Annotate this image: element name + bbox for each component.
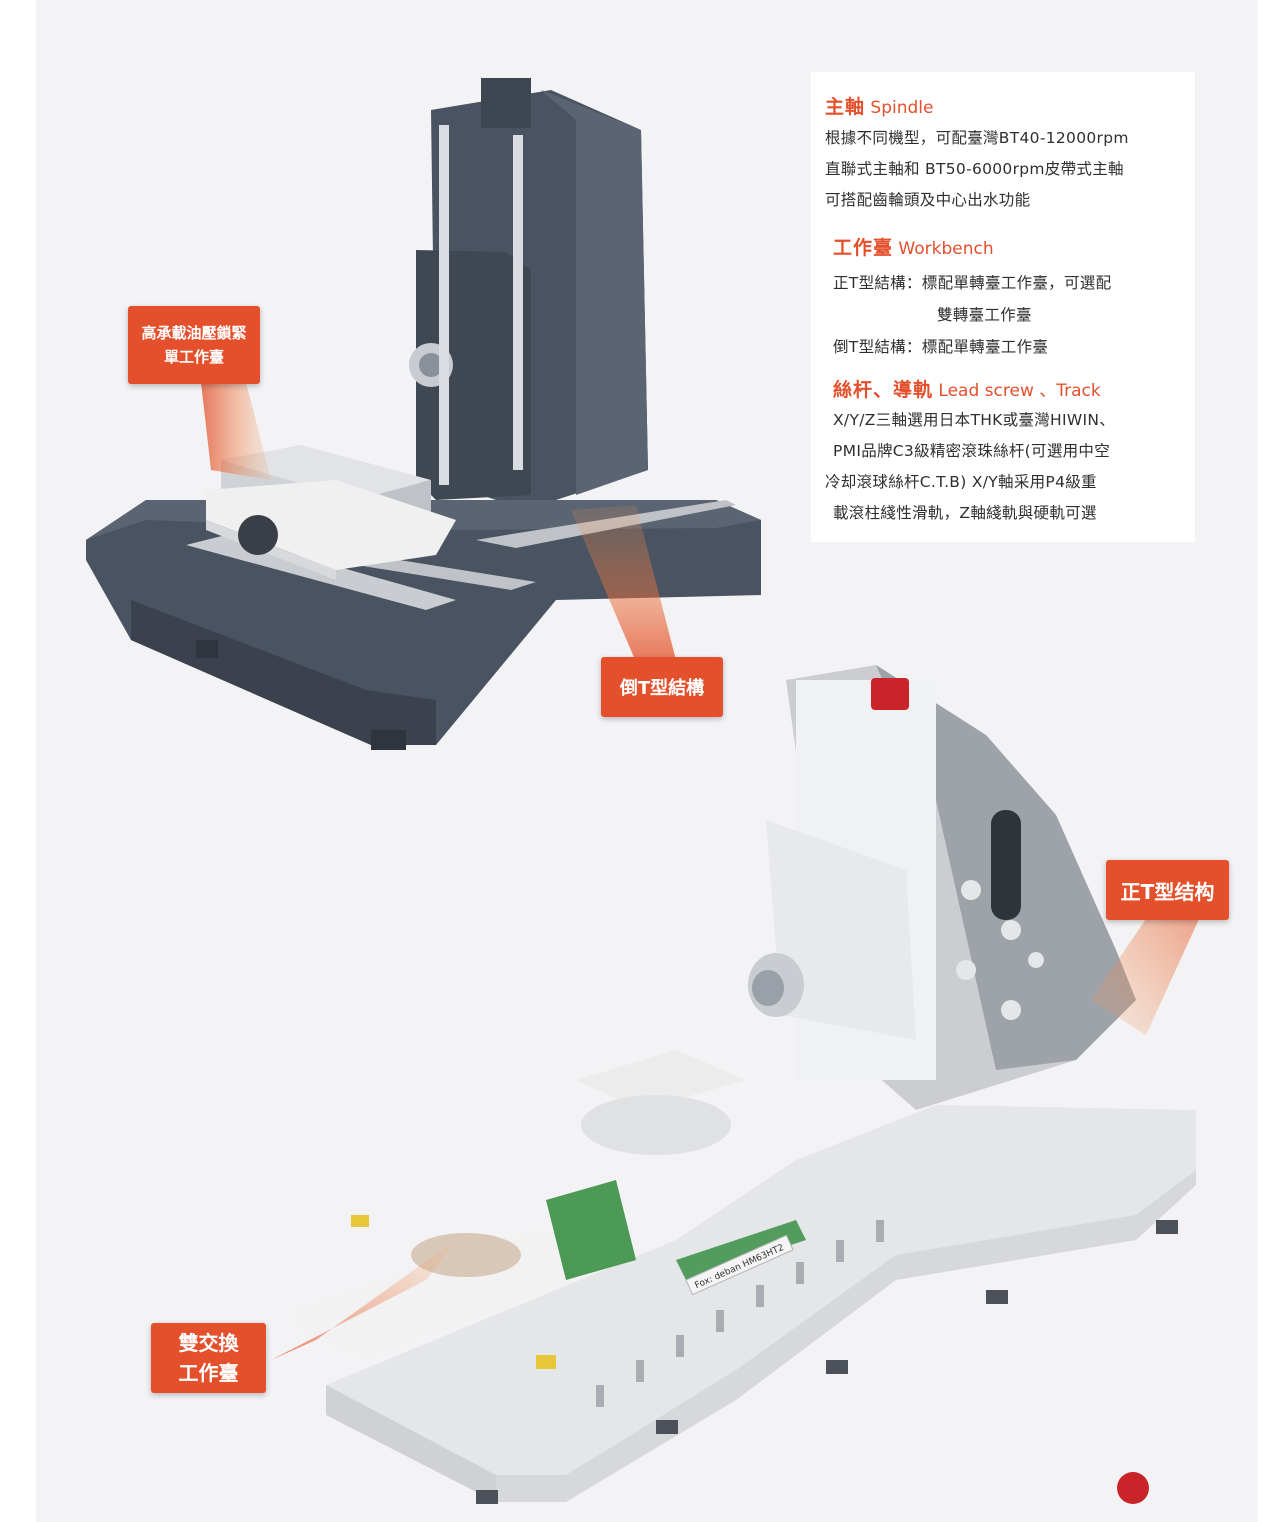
spindle-line-3: 可搭配齒輪頭及中心出水功能 (825, 191, 1031, 209)
leadscrew-title: 絲杆、導軌 Lead screw 、Track (833, 375, 1101, 402)
workbench-upright-label: 正T型結構： (833, 274, 922, 292)
callout-locking-line-2: 單工作臺 (163, 348, 224, 366)
leadscrew-line-4: 載滾柱綫性滑軌，Z軸綫軌與硬軌可選 (833, 504, 1097, 522)
spec-card: 主軸 Spindle 根據不同機型，可配臺灣BT40-12000rpm 直聯式主… (811, 72, 1195, 542)
workbench-upright-text: 標配單轉臺工作臺，可選配 (921, 274, 1112, 292)
workbench-title: 工作臺 Workbench (833, 233, 994, 260)
workbench-upright-text2: 雙轉臺工作臺 (937, 306, 1032, 324)
inverted-t-machine-illustration (86, 78, 761, 750)
leadscrew-title-cjk: 絲杆、導軌 (833, 379, 934, 401)
spindle-title-en: Spindle (870, 98, 934, 118)
callout-upright-t: 正T型结构 (1106, 860, 1229, 920)
callout-dual-line-2: 工作臺 (178, 1361, 239, 1385)
callout-inverted-t-text: 倒T型結構 (619, 678, 705, 699)
leadscrew-line-2: PMI品牌C3級精密滾珠絲杆(可選用中空 (833, 442, 1111, 460)
leadscrew-title-en: Lead screw 、Track (938, 381, 1101, 401)
workbench-inverted-text: 標配單轉臺工作臺 (921, 338, 1049, 356)
upright-t-machine-illustration: Fox: deban HM63HT2 (271, 665, 1226, 1504)
spindle-title-cjk: 主軸 (825, 96, 866, 118)
callout-dual-line-1: 雙交換 (178, 1331, 239, 1355)
workbench-inverted-label: 倒T型結構： (833, 338, 922, 356)
callout-locking-single-table: 高承載油壓鎖緊 單工作臺 (128, 306, 260, 384)
workbench-title-en: Workbench (898, 239, 994, 259)
workbench-inverted: 倒T型結構：標配單轉臺工作臺 (833, 335, 1048, 357)
spindle-title: 主軸 Spindle (825, 92, 933, 119)
callout-inverted-t: 倒T型結構 (601, 657, 723, 717)
leadscrew-line-3: 冷却滾球絲杆C.T.B) X/Y軸采用P4級重 (825, 473, 1097, 491)
callout-locking-line-1: 高承載油壓鎖緊 (141, 324, 247, 342)
spindle-line-2: 直聯式主軸和 BT50-6000rpm皮帶式主軸 (825, 160, 1124, 178)
workbench-upright: 正T型結構：標配單轉臺工作臺，可選配 (833, 271, 1111, 293)
page: Fox: deban HM63HT2 主軸 (36, 0, 1258, 1522)
workbench-title-cjk: 工作臺 (833, 237, 894, 259)
spindle-line-1: 根據不同機型，可配臺灣BT40-12000rpm (825, 129, 1129, 147)
callout-upright-t-text: 正T型结构 (1120, 879, 1215, 904)
callout-dual-exchange: 雙交換 工作臺 (151, 1323, 266, 1393)
leadscrew-line-1: X/Y/Z三軸選用日本THK或臺灣HIWIN、 (833, 411, 1116, 429)
